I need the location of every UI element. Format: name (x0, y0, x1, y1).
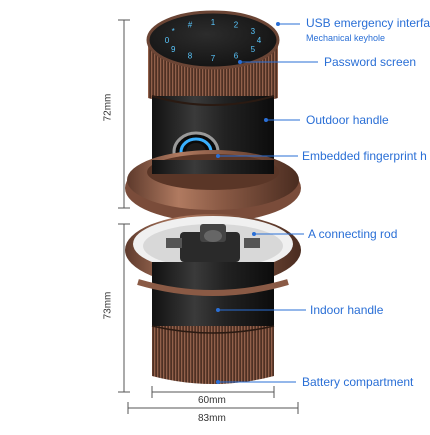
callout-keyhole: Mechanical keyhole (306, 33, 386, 43)
dim-outer-width: 83mm (198, 413, 226, 424)
dim-inner-width: 60mm (198, 395, 226, 406)
outdoor-rosette (125, 150, 301, 222)
callout-usb: USB emergency interfa (306, 16, 430, 30)
keypad-key: 6 (234, 52, 239, 61)
keypad-key: 4 (257, 36, 262, 45)
connecting-rod (166, 224, 260, 262)
keypad-key: 2 (234, 20, 239, 29)
callout-password: Password screen (324, 55, 417, 69)
keypad-key: 9 (171, 45, 176, 54)
password-screen-face (146, 10, 280, 70)
callout-outdoor: Outdoor handle (306, 113, 389, 127)
keypad-key: 0 (165, 36, 170, 45)
keypad-key: 1 (211, 18, 216, 27)
indoor-handle-body (137, 262, 289, 326)
callout-indoor: Indoor handle (310, 303, 384, 317)
keypad-key: 7 (211, 54, 216, 63)
outdoor-cap: 1 2 345 6 7 8 90* # (146, 10, 280, 108)
keypad: 1 2 345 6 7 8 90* # (165, 18, 262, 63)
callout-lines (218, 23, 318, 383)
keypad-key: 8 (188, 52, 193, 61)
keypad-key: 5 (251, 45, 256, 54)
callout-battery: Battery compartment (302, 375, 414, 389)
battery-compartment (151, 325, 275, 384)
dim-bottom-height: 73mm (102, 291, 114, 320)
callout-rod: A connecting rod (308, 227, 398, 241)
keypad-key: 3 (251, 27, 256, 36)
callout-dots (216, 22, 280, 384)
callout-fingerprint: Embedded fingerprint h (302, 149, 427, 163)
dim-top-height: 72mm (102, 93, 114, 122)
keypad-key: * (172, 27, 175, 36)
dimension-lines (118, 19, 299, 414)
keypad-key: # (188, 20, 193, 29)
